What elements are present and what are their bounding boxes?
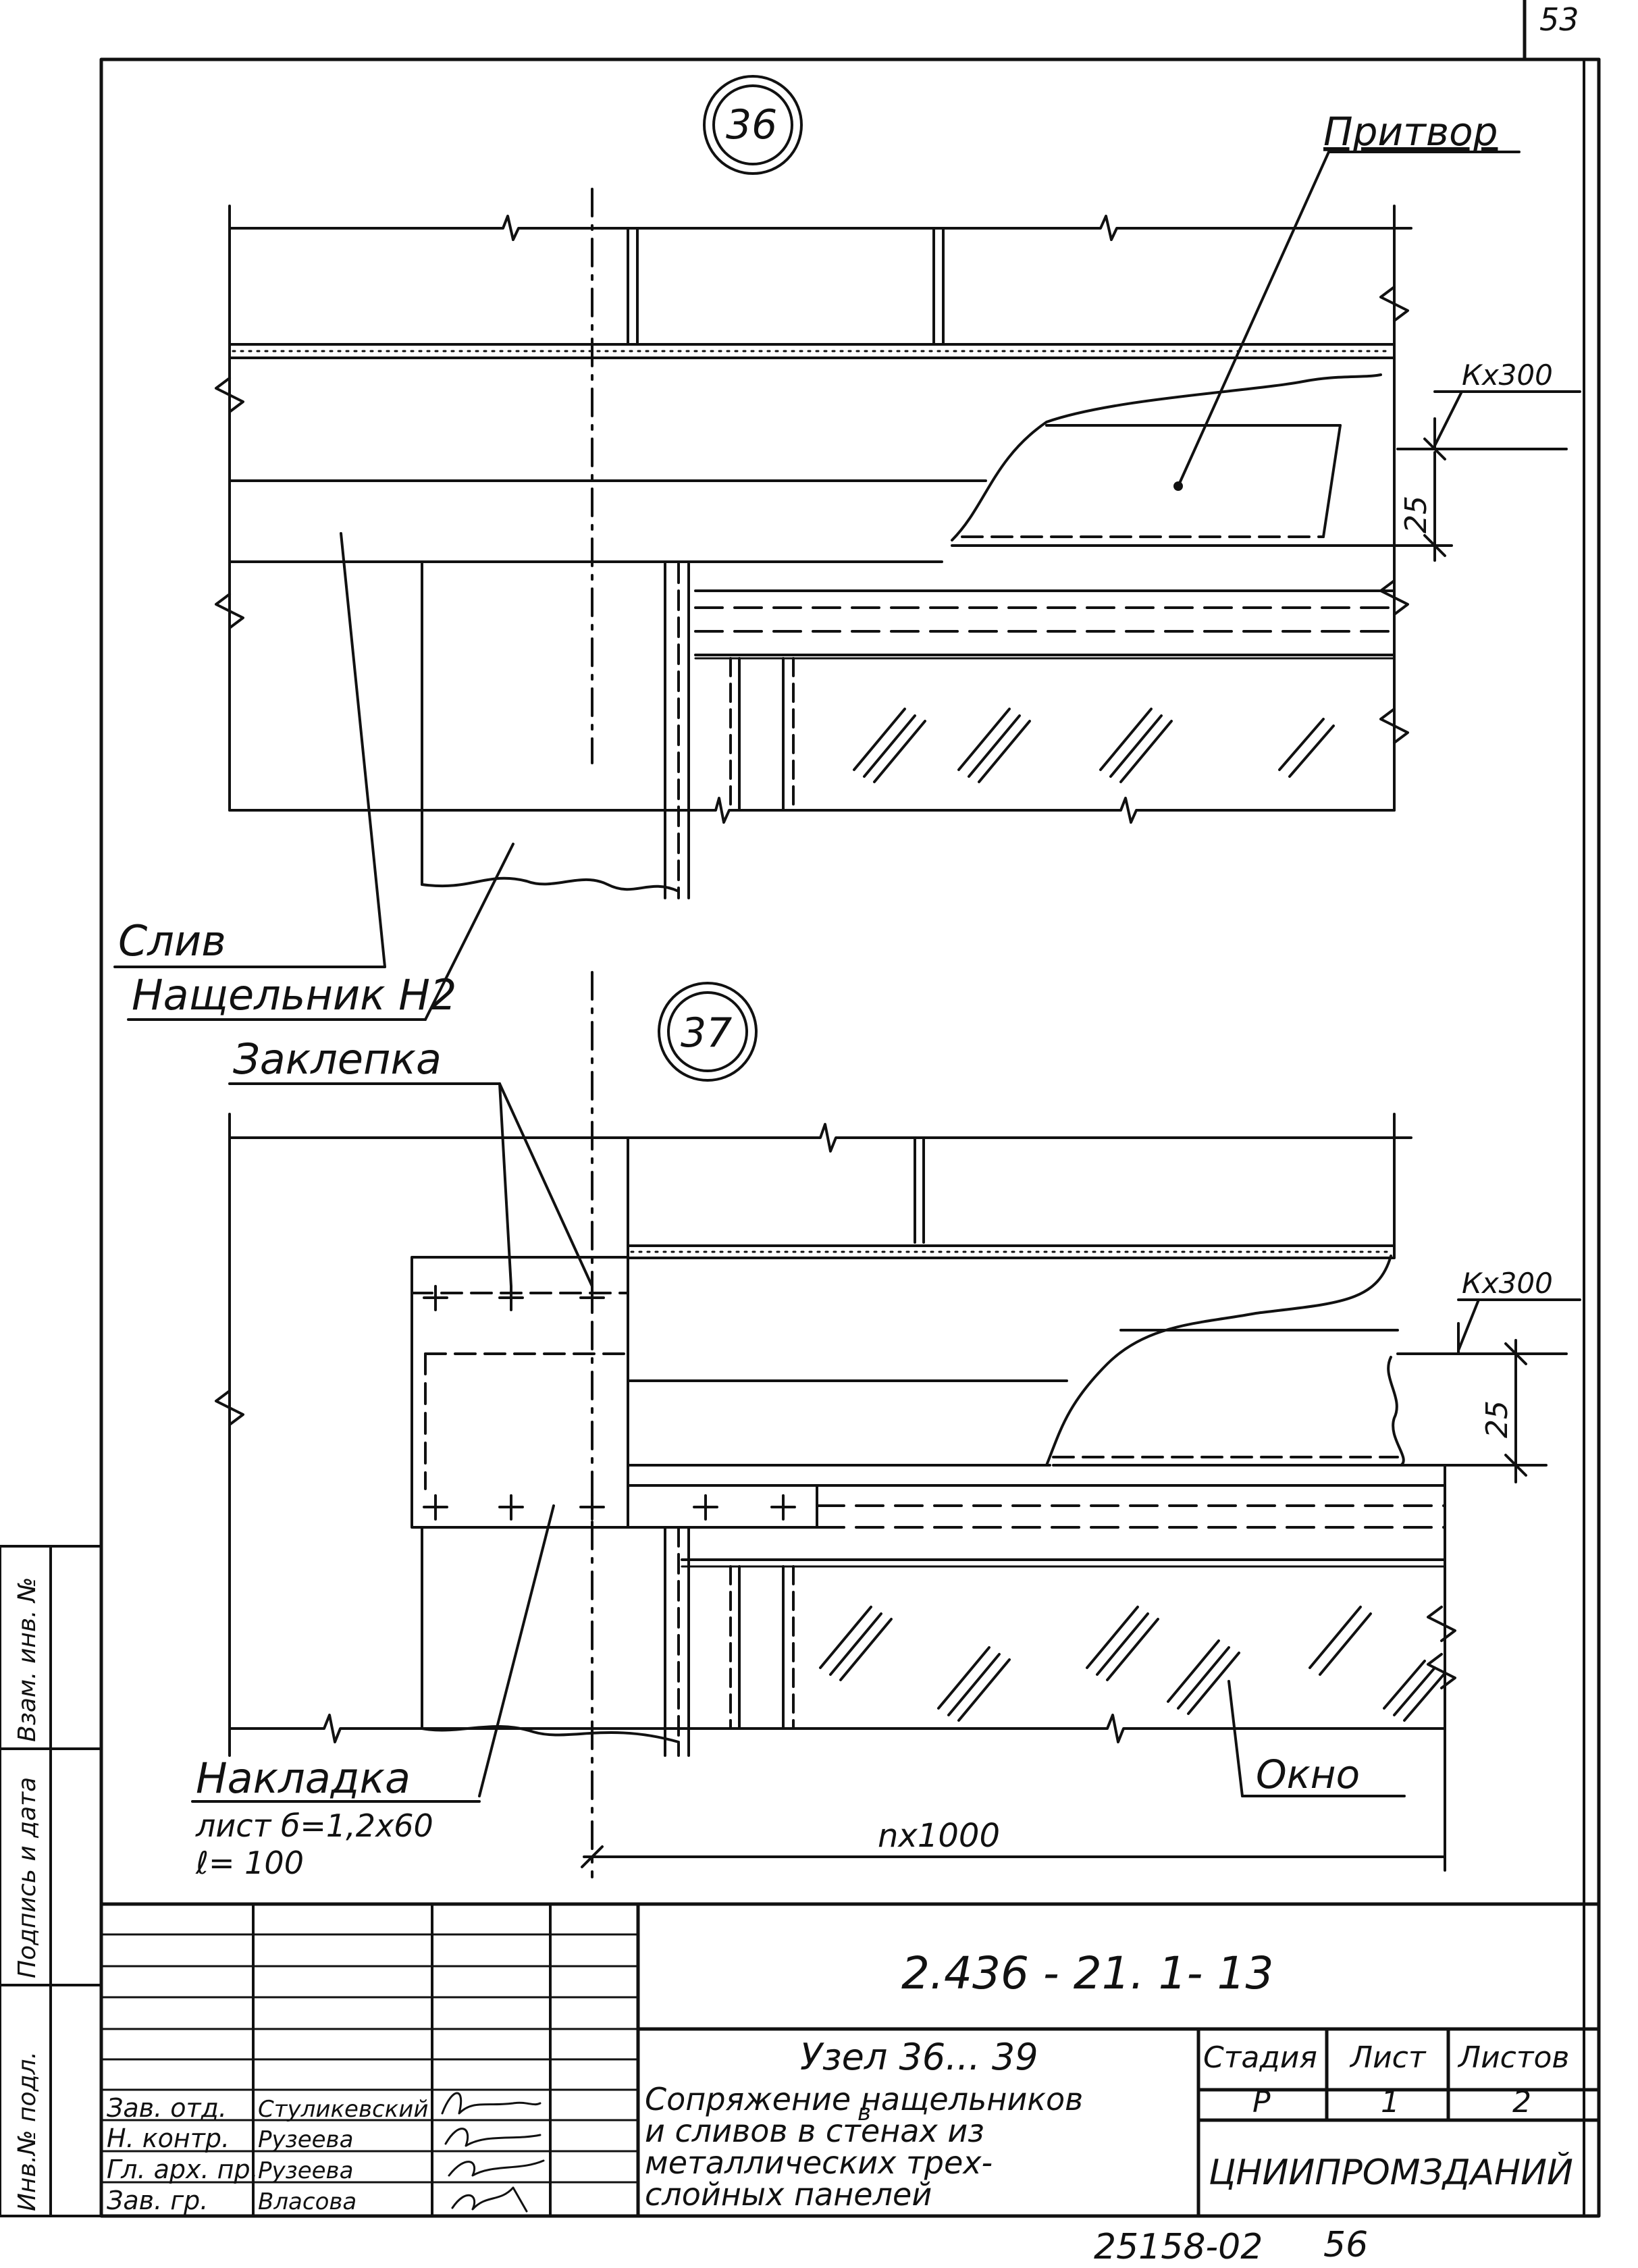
pritvor-callout-label: Притвор (1323, 109, 1498, 155)
sig-role-2: Н. контр. (107, 2124, 230, 2153)
nakladka-callout-label: Накладка (196, 1753, 411, 1803)
sig-name-1: Стуликевский (258, 2096, 428, 2123)
nashchelnik-callout-label: Нащельник Н2 (132, 970, 456, 1020)
document-code: 2.436 - 21. 1- 13 (901, 1947, 1273, 1999)
node-36-number: 36 (726, 101, 777, 149)
bottom-page-number: 56 (1323, 2225, 1368, 2265)
sheet-header: Лист (1349, 2040, 1427, 2075)
sheets-header: Листов (1457, 2040, 1569, 2075)
sig-role-3: Гл. арх. пр. (107, 2155, 259, 2184)
sheet-frame (99, 0, 1601, 2218)
description-sub-v: в (857, 2099, 871, 2126)
side-stamp-inv-podl: Инв.№ подл. (14, 2051, 41, 2211)
sliv-callout-label: Слив (118, 916, 226, 966)
nakladka-spec-length: ℓ= 100 (195, 1845, 304, 1881)
description-line-2: и сливов в стенах из (645, 2113, 984, 2149)
side-stamp (0, 1545, 103, 2217)
side-stamp-podpis: Подпись и дата (14, 1777, 41, 1978)
corner-sheet-number: 53 (1539, 1, 1579, 38)
description-line-1: Сопряжение нащельников (645, 2081, 1083, 2117)
node-36-drawing (215, 75, 1581, 1021)
node-36-dim-25: 25 (1399, 496, 1433, 533)
sig-name-3: Рузеева (258, 2157, 353, 2184)
node-37-dim-k300: Кx300 (1462, 1267, 1553, 1300)
sheets-value: 2 (1512, 2085, 1531, 2119)
sig-name-4: Власова (258, 2188, 356, 2215)
zaklepka-callout-label: Заклепка (233, 1034, 442, 1084)
node-37-dim-25: 25 (1480, 1400, 1514, 1438)
sig-name-2: Рузеева (258, 2126, 353, 2153)
node-37-number: 37 (681, 1009, 732, 1057)
node-37-dim-n1000: nx1000 (878, 1817, 1000, 1855)
handwritten-signatures (441, 2092, 545, 2213)
sheet-value: 1 (1381, 2085, 1400, 2119)
title-block (99, 1902, 1601, 2218)
stage-header: Стадия (1203, 2040, 1317, 2075)
description-line-3: металлических трех- (645, 2144, 993, 2181)
bottom-archive-code: 25158-02 (1094, 2227, 1263, 2267)
stage-value: Р (1252, 2085, 1271, 2119)
description-line-4: слойных панелей (645, 2176, 932, 2213)
node-37-drawing (215, 971, 1581, 1878)
sig-role-4: Зав. гр. (107, 2186, 208, 2215)
nakladka-spec-sheet: лист б=1,2x60 (195, 1808, 433, 1844)
okno-callout-label: Окно (1256, 1751, 1360, 1797)
sig-role-1: Зав. отд. (107, 2093, 227, 2123)
node-title: Узел 36... 39 (800, 2036, 1038, 2078)
organization-name: ЦНИИПРОМЗДАНИЙ (1209, 2152, 1573, 2193)
node-36-dim-k300: Кx300 (1462, 359, 1553, 392)
side-stamp-vzam: Взам. инв. № (14, 1577, 41, 1742)
